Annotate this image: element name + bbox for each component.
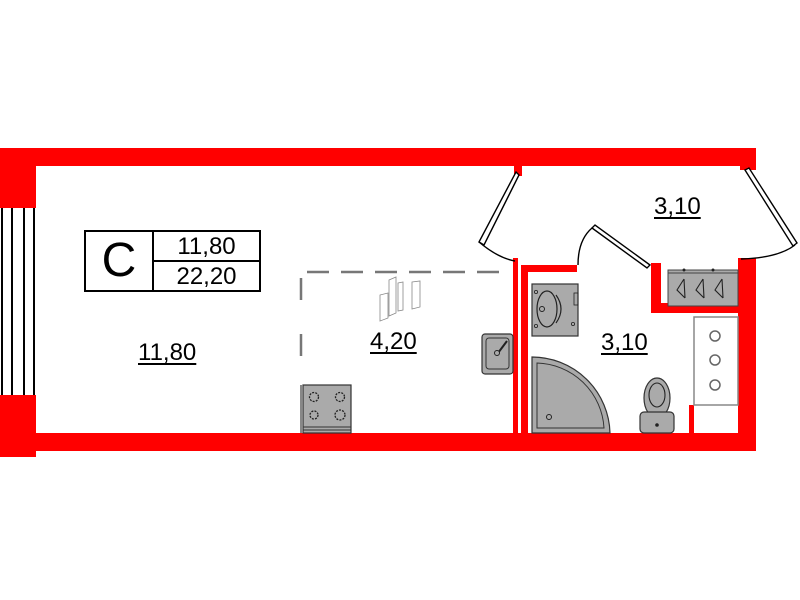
kitchen-area-label: 4,20: [370, 328, 417, 355]
apartment-type-badge: [84, 230, 261, 292]
vent-sketch-icon: [379, 276, 421, 322]
kitchen-zone-boundary: [299, 270, 505, 368]
walls: [0, 148, 756, 457]
stove: [300, 384, 352, 434]
kitchen-sink: [481, 333, 514, 375]
washbasin: [531, 283, 579, 337]
hanger-icon: [676, 278, 724, 299]
living-room-area-label: 11,80: [138, 339, 197, 366]
badge-living-area: 11,80: [177, 233, 236, 260]
hallway-area-label: 3,10: [654, 193, 701, 220]
type-letter: C: [101, 234, 137, 287]
entry-door: [478, 170, 520, 262]
shower-tray: [531, 356, 611, 434]
bathroom-door: [577, 224, 652, 269]
cabinet-shelves: [693, 316, 739, 406]
toilet: [639, 377, 675, 434]
bathroom-area-label: 3,10: [601, 329, 648, 356]
window: [0, 207, 36, 397]
badge-total-area: 22,20: [176, 263, 237, 290]
wardrobe: [667, 268, 739, 307]
balcony-door: [740, 167, 798, 260]
